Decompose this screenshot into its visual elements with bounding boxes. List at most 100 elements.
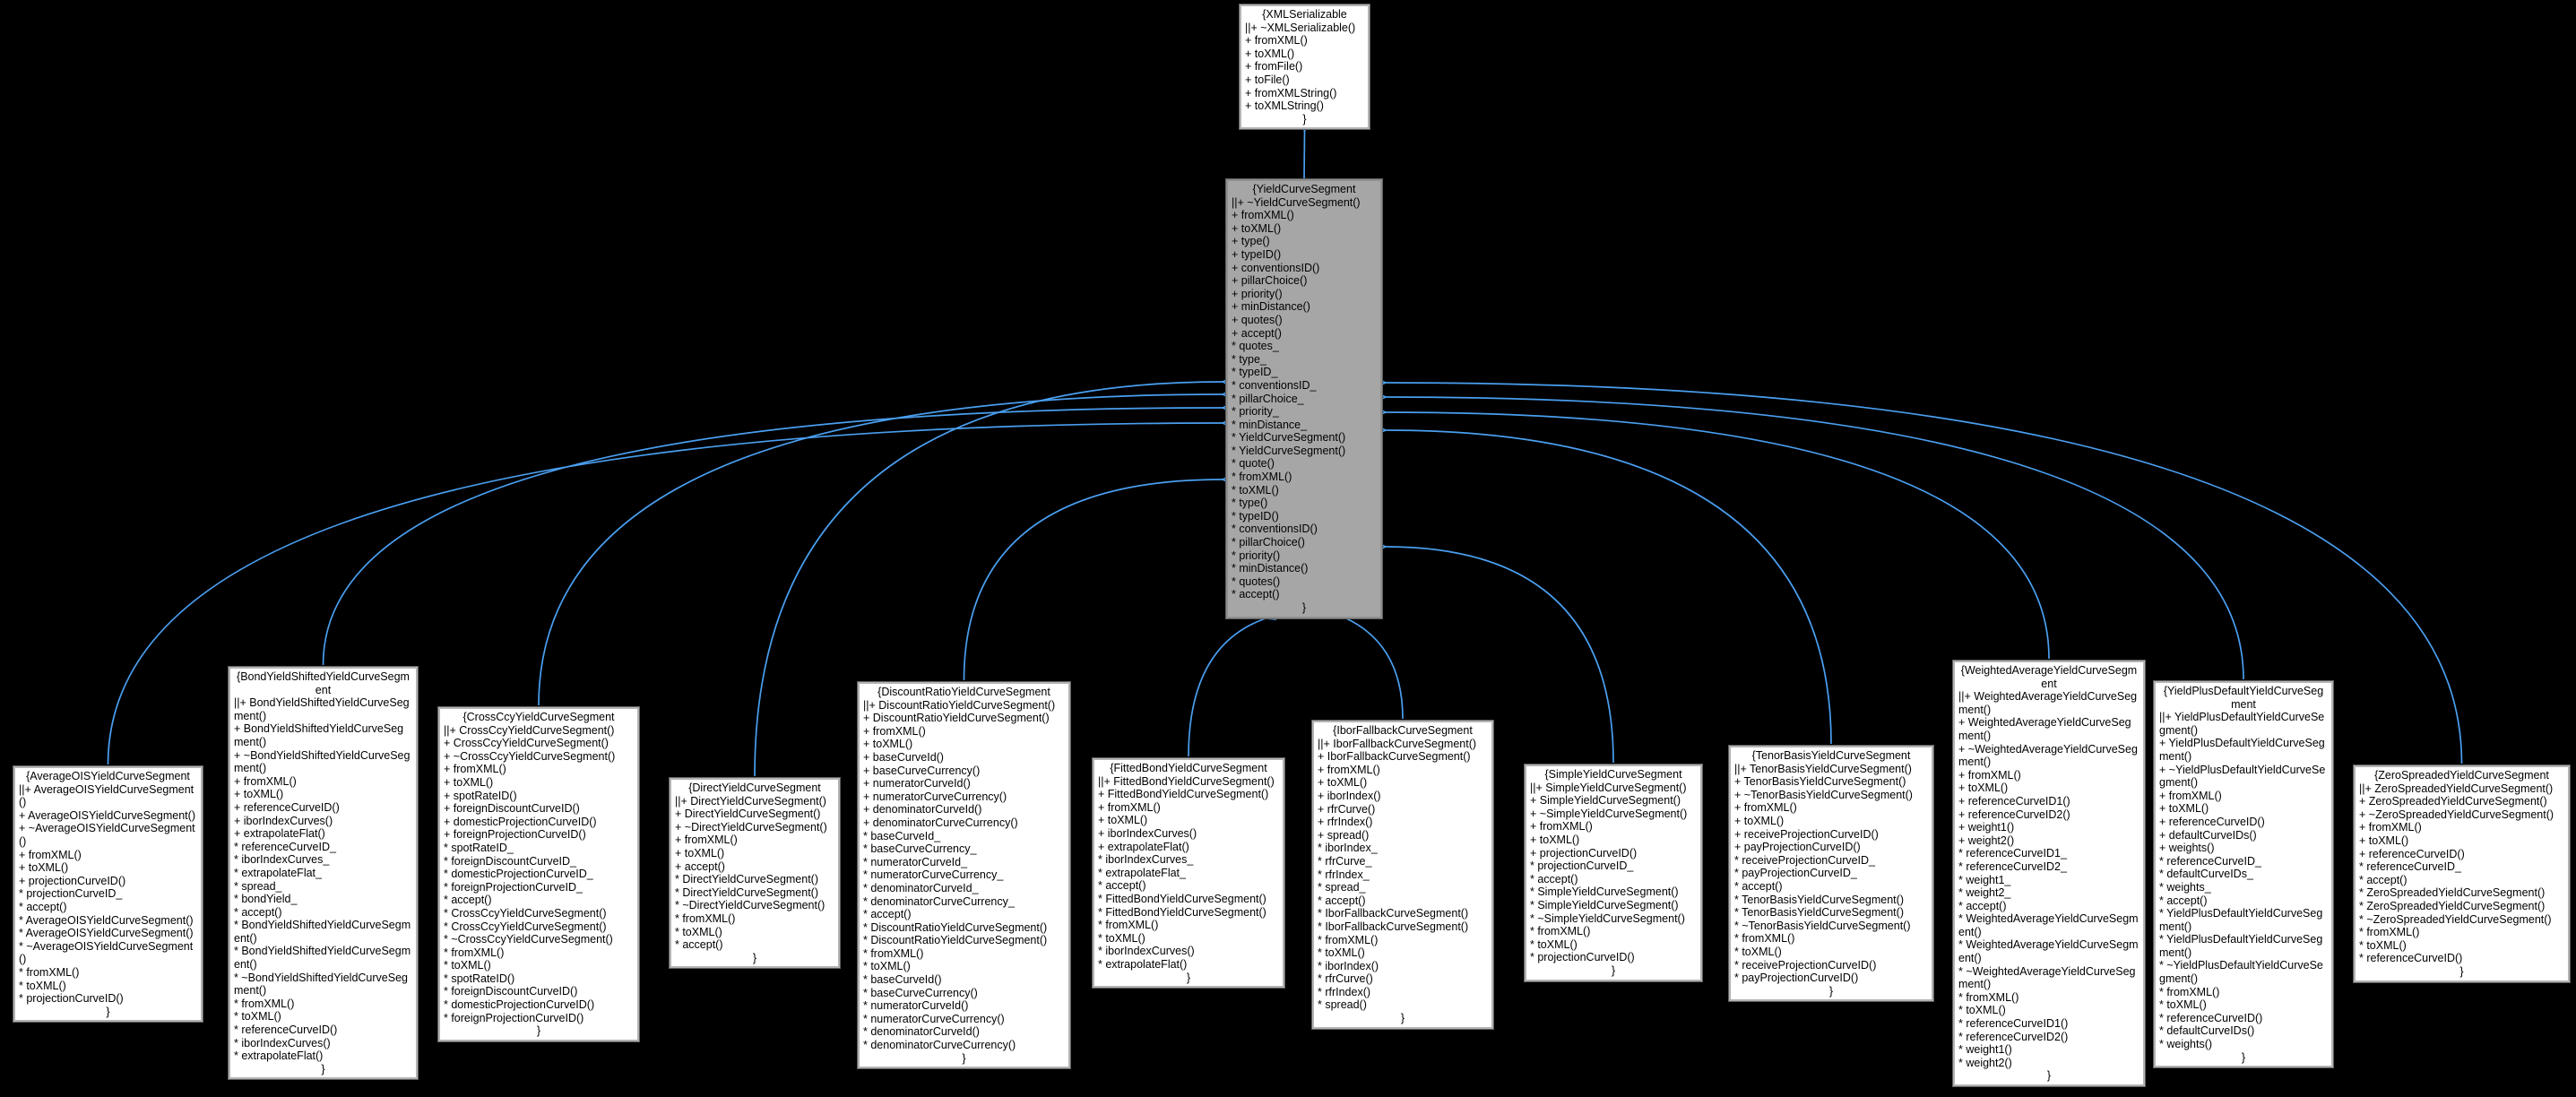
member-line: * referenceCurveID2_ [1958, 859, 2067, 873]
member-line: + referenceCurveID1() [1958, 794, 2070, 808]
member-line: + toXMLString() [1245, 99, 1324, 113]
member-line: * fromXML() [1318, 933, 1379, 946]
class-box-cross-ccy[interactable]: {CrossCcyYieldCurveSegment||+ CrossCcyYi… [438, 707, 639, 1041]
member-line: * toXML() [675, 925, 722, 938]
member-line: + referenceCurveID2() [1958, 808, 2070, 821]
member-line: + fromXML() [234, 774, 297, 788]
member-line: * fromXML() [1530, 925, 1591, 938]
member-line: * referenceCurveID() [2359, 952, 2463, 965]
member-line: + projectionCurveID() [1530, 846, 1638, 859]
class-box-zero-spreaded[interactable]: {ZeroSpreadedYieldCurveSegment||+ ZeroSp… [2354, 765, 2570, 982]
class-box-weighted-average[interactable]: {WeightedAverageYieldCurveSegment||+ Wei… [1953, 661, 2145, 1086]
class-box-ibor-fallback[interactable]: {IborFallbackCurveSegment||+ IborFallbac… [1312, 721, 1493, 1029]
inheritance-edge-ibor-fallback [1346, 618, 1404, 720]
class-title: {CrossCcyYieldCurveSegment [462, 711, 615, 723]
member-line: + TenorBasisYieldCurveSegment() [1734, 775, 1906, 789]
member-line: + pillarChoice() [1232, 274, 1308, 288]
member-line: ||+ DirectYieldCurveSegment() [675, 794, 826, 808]
member-line: * extrapolateFlat() [234, 1049, 324, 1063]
member-line: * TenorBasisYieldCurveSegment() [1734, 906, 1904, 920]
member-line: * fromXML() [444, 946, 505, 959]
member-line: * pillarChoice_ [1232, 392, 1304, 405]
inheritance-edge-bond-yield-shifted [322, 408, 1223, 666]
member-line: } [1301, 601, 1307, 614]
member-line: * ~WeightedAverageYieldCurveSegment() [1958, 964, 2136, 991]
member-line: * domesticProjectionCurveID_ [444, 868, 593, 881]
member-line: * AverageOISYieldCurveSegment() [19, 913, 194, 927]
member-line: } [1400, 1012, 1405, 1025]
member-line: * baseCurveId_ [863, 829, 941, 842]
member-line: + fromXML() [1734, 801, 1797, 815]
member-line: + ~CrossCcyYieldCurveSegment() [444, 749, 616, 763]
member-line: + baseCurveCurrency() [863, 764, 981, 777]
member-line: * numeratorCurveCurrency_ [863, 868, 1004, 882]
class-box-bond-yield-shifted[interactable]: {BondYieldShiftedYieldCurveSegment||+ Bo… [229, 667, 418, 1080]
member-line: * foreignProjectionCurveID() [444, 1011, 584, 1024]
member-line: + spotRateID() [444, 789, 517, 802]
member-line: * accept() [1232, 588, 1280, 601]
inheritance-edge-yield-plus-default [1386, 397, 2244, 680]
member-line: } [106, 1005, 110, 1018]
member-line: * YieldPlusDefaultYieldCurveSegment() [2159, 933, 2323, 959]
class-title: {IborFallbackCurveSegment [1333, 724, 1473, 737]
class-box-yield-plus-default[interactable]: {YieldPlusDefaultYieldCurveSegment||+ Yi… [2154, 681, 2333, 1068]
member-line: * accept() [1098, 879, 1146, 893]
member-line: * denominatorCurveId() [863, 1025, 980, 1039]
member-line: * iborIndexCurves() [234, 1036, 331, 1049]
member-line: * defaultCurveIDs() [2159, 1024, 2255, 1038]
member-line: * payProjectionCurveID() [1734, 972, 1859, 985]
member-line: * bondYield_ [234, 893, 298, 906]
class-box-discount-ratio[interactable]: {DiscountRatioYieldCurveSegment||+ Disco… [858, 682, 1070, 1069]
member-line: } [2459, 964, 2464, 978]
member-line: ||+ FittedBondYieldCurveSegment() [1098, 774, 1275, 788]
member-line: * FittedBondYieldCurveSegment() [1098, 905, 1266, 919]
member-line: + ~ZeroSpreadedYieldCurveSegment() [2359, 808, 2554, 821]
member-line: * weights() [2159, 1038, 2213, 1051]
member-line: * foreignDiscountCurveID() [444, 985, 578, 998]
member-line: + payProjectionCurveID() [1734, 841, 1861, 854]
member-line: * accept() [863, 908, 912, 921]
member-line: * weight2_ [1958, 886, 2011, 900]
member-line: * fromXML() [1098, 919, 1159, 932]
member-line: * DirectYieldCurveSegment() [675, 885, 819, 899]
member-line: * fromXML() [675, 911, 736, 925]
member-line: * extrapolateFlat_ [1098, 866, 1186, 879]
class-title: {FittedBondYieldCurveSegment [1110, 762, 1267, 774]
member-line: * extrapolateFlat() [1098, 957, 1188, 971]
member-line: * receiveProjectionCurveID_ [1734, 853, 1876, 867]
member-line: * toXML() [1232, 483, 1279, 497]
inheritance-edge-discount-ratio [963, 479, 1223, 681]
member-line: * receiveProjectionCurveID() [1734, 958, 1877, 972]
member-line: + toXML() [19, 861, 69, 875]
member-line: + fromFile() [1245, 60, 1303, 73]
class-box-simple[interactable]: {SimpleYieldCurveSegment||+ SimpleYieldC… [1525, 764, 1702, 981]
class-title: {DiscountRatioYieldCurveSegment [877, 686, 1050, 698]
member-line: * weight1_ [1958, 873, 2011, 886]
member-line: + toXML() [1232, 221, 1282, 235]
member-line: * accept() [675, 938, 723, 952]
member-line: * iborIndex() [1318, 959, 1379, 972]
class-box-average-ois[interactable]: {AverageOISYieldCurveSegment||+ AverageO… [13, 766, 203, 1023]
member-line: * rfrIndex_ [1318, 868, 1370, 881]
member-line: + weight1() [1958, 821, 2015, 834]
member-line: * accept() [1318, 894, 1366, 907]
member-line: * payProjectionCurveID_ [1734, 867, 1857, 880]
class-box-yield-curve-segment[interactable]: {YieldCurveSegment||+ ~YieldCurveSegment… [1226, 179, 1382, 618]
member-line: * fromXML() [863, 946, 924, 960]
member-line: * YieldPlusDefaultYieldCurveSegment() [2159, 907, 2323, 933]
member-line: * numeratorCurveCurrency() [863, 1012, 1005, 1025]
member-line: * denominatorCurveCurrency_ [863, 894, 1015, 908]
class-box-direct[interactable]: {DirectYieldCurveSegment||+ DirectYieldC… [670, 778, 840, 969]
class-title: {TenorBasisYieldCurveSegment [1751, 749, 1911, 762]
member-line: * quote() [1232, 457, 1275, 471]
member-line: + toXML() [863, 738, 913, 751]
class-box-xml-serializable[interactable]: {XMLSerializable||+ ~XMLSerializable()+ … [1240, 4, 1370, 130]
member-line: + fromXML() [1530, 820, 1593, 834]
class-box-fitted-bond[interactable]: {FittedBondYieldCurveSegment||+ FittedBo… [1093, 758, 1284, 989]
member-line: + toXML() [444, 775, 494, 789]
member-line: + toXML() [1245, 47, 1295, 60]
class-box-tenor-basis[interactable]: {TenorBasisYieldCurveSegment||+ TenorBas… [1729, 746, 1933, 1002]
member-line: + denominatorCurveCurrency() [863, 816, 1018, 829]
member-line: * referenceCurveID() [234, 1024, 338, 1037]
